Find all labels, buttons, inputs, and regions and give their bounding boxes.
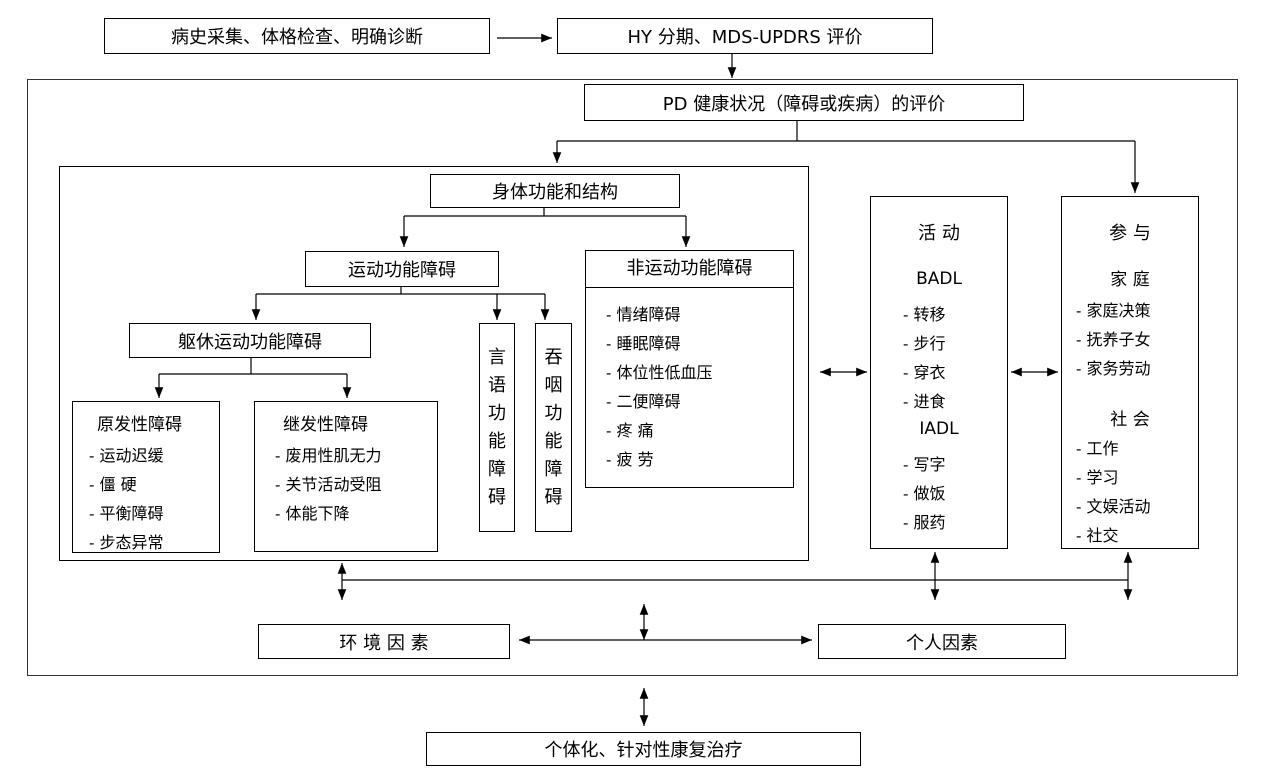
non-motor-item: - 疲 劳 [606,450,654,469]
badl-label: BADL [916,269,962,289]
primary-disorder-item: - 步态异常 [89,533,164,552]
iadl-item: - 写字 [903,455,946,474]
non-motor-item: - 疼 痛 [606,421,654,440]
primary-disorders-title: 原发性障碍 [97,415,182,435]
family-item: - 抚养子女 [1076,330,1151,349]
non-motor-item: - 睡眠障碍 [606,334,681,353]
non-motor-item: - 二便障碍 [606,392,681,411]
body-function-title-box: 身体功能和结构 [430,174,680,208]
environment-factors-text: 环 境 因 素 [339,632,429,654]
personal-factors-text: 个人因素 [906,632,978,654]
iadl-item: - 服药 [903,513,946,532]
activity-box: 活 动 BADL - 转移 - 步行 - 穿衣 - 进食 IADL - 写字 -… [870,196,1008,549]
staging-evaluation-text: HY 分期、MDS-UPDRS 评价 [627,27,863,48]
speech-char: 功 [488,402,506,424]
participation-title: 参 与 [1109,223,1151,244]
motor-dysfunction-text: 运动功能障碍 [348,260,456,281]
secondary-disorder-item: - 关节活动受阻 [275,475,382,494]
primary-disorder-item: - 僵 硬 [89,475,137,494]
swallow-char: 能 [544,430,563,452]
family-item: - 家务劳动 [1076,359,1151,378]
society-item: - 社交 [1076,526,1119,545]
society-label: 社 会 [1110,410,1150,430]
family-item: - 家庭决策 [1076,301,1151,320]
health-evaluation-box: PD 健康状况（障碍或疾病）的评价 [584,84,1024,121]
participation-box: 参 与 家 庭 - 家庭决策 - 抚养子女 - 家务劳动 社 会 - 工作 - … [1061,196,1199,549]
staging-evaluation-box: HY 分期、MDS-UPDRS 评价 [557,18,933,54]
non-motor-item: - 情绪障碍 [606,305,681,324]
body-function-title: 身体功能和结构 [492,182,618,203]
badl-item: - 穿衣 [903,363,946,382]
badl-item: - 进食 [903,392,946,411]
swallow-char: 障 [544,458,563,480]
motor-dysfunction-box: 运动功能障碍 [305,251,499,287]
iadl-label: IADL [919,419,959,439]
treatment-text: 个体化、针对性康复治疗 [544,740,743,761]
iadl-item: - 做饭 [903,484,946,503]
badl-item: - 转移 [903,305,946,324]
speech-char: 言 [488,346,506,368]
activity-title: 活 动 [918,223,960,244]
society-item: - 文娱活动 [1076,497,1151,516]
health-evaluation-text: PD 健康状况（障碍或疾病）的评价 [662,93,946,115]
secondary-disorders-box: 继发性障碍 - 废用性肌无力 - 关节活动受阻 - 体能下降 [254,401,438,552]
secondary-disorder-item: - 体能下降 [275,504,350,523]
primary-disorders-box: 原发性障碍 - 运动迟缓 - 僵 硬 - 平衡障碍 - 步态异常 [72,401,220,553]
trunk-motor-dysfunction-text: 躯休运动功能障碍 [178,331,322,353]
speech-char: 语 [488,374,506,396]
treatment-box: 个体化、针对性康复治疗 [426,732,861,766]
swallow-char: 吞 [544,346,563,368]
swallow-char: 碍 [544,486,563,508]
society-item: - 工作 [1076,439,1119,458]
primary-disorder-item: - 运动迟缓 [89,446,164,465]
secondary-disorders-title: 继发性障碍 [283,415,368,435]
history-diagnosis-text: 病史采集、体格检查、明确诊断 [171,27,423,48]
trunk-motor-dysfunction-box: 躯休运动功能障碍 [129,323,371,358]
non-motor-dysfunction-box: 非运动功能障碍 - 情绪障碍 - 睡眠障碍 - 体位性低血压 - 二便障碍 - … [585,250,794,488]
non-motor-item: - 体位性低血压 [606,363,713,382]
environment-factors-box: 环 境 因 素 [258,624,510,659]
non-motor-dysfunction-title: 非运动功能障碍 [586,251,793,288]
family-label: 家 庭 [1110,270,1150,290]
history-diagnosis-box: 病史采集、体格检查、明确诊断 [104,18,490,54]
society-item: - 学习 [1076,468,1119,487]
badl-item: - 步行 [903,334,946,353]
body-function-container [59,166,809,561]
outer-container [27,79,1238,676]
secondary-disorder-item: - 废用性肌无力 [275,446,382,465]
speech-dysfunction-box: 言 语 功 能 障 碍 [479,323,515,532]
swallow-char: 咽 [544,374,563,396]
speech-char: 障 [488,458,506,480]
speech-char: 碍 [488,486,506,508]
speech-char: 能 [488,430,506,452]
swallow-char: 功 [544,402,563,424]
personal-factors-box: 个人因素 [818,624,1066,659]
swallow-dysfunction-box: 吞 咽 功 能 障 碍 [535,323,572,532]
primary-disorder-item: - 平衡障碍 [89,504,164,523]
